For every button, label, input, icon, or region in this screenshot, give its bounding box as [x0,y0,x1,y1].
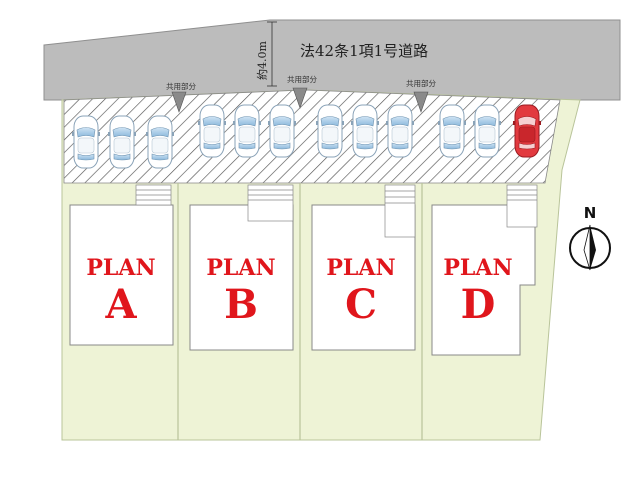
lot-b: PLAN B [189,184,294,351]
car-3 [145,115,175,169]
plan-d-word: PLAN [443,255,512,281]
car-1 [71,115,101,169]
svg-text:共用部分: 共用部分 [287,74,317,84]
lot-dividers [177,183,423,440]
lot-c: PLAN C [311,184,416,351]
porch-steps-d [506,184,538,228]
shared-area-marker-2: 共用部分 [287,74,317,109]
car-8 [350,104,380,158]
road: 法42条1項1号道路 約4.0m [43,19,621,101]
car-9 [385,104,415,158]
road-width-label: 約4.0m [255,41,269,80]
car-6 [267,104,297,158]
plan-a-word: PLAN [86,255,155,281]
house-footprint-b [189,204,294,351]
car-5 [232,104,262,158]
lot-a: PLAN A [69,184,174,346]
shared-area-marker-1: 共用部分 [166,81,196,113]
lot-d: PLAN D [431,184,538,356]
shared-area-markers: 共用部分 共用部分 共用部分 [166,74,436,113]
svg-text:共用部分: 共用部分 [406,78,436,88]
car-4 [197,104,227,158]
plan-b-word: PLAN [206,255,275,281]
car-10 [437,104,467,158]
plan-c-word: PLAN [326,255,395,281]
car-2 [107,115,137,169]
porch-steps-c [384,184,416,238]
car-12 [512,104,542,158]
plan-d-letter: D [461,281,496,328]
house-footprint-a [69,204,174,346]
svg-text:共用部分: 共用部分 [166,81,196,91]
porch-steps-a [135,184,172,206]
car-7 [315,104,345,158]
parking-strip [63,89,561,184]
north-label: N [584,204,597,222]
plan-b-letter: B [224,281,258,328]
car-11 [472,104,502,158]
road-name-label: 法42条1項1号道路 [300,42,428,60]
plan-c-letter: C [345,281,377,328]
shared-area-marker-3: 共用部分 [406,78,436,113]
north-compass: N [569,204,611,271]
road-surface [43,19,621,101]
plan-a-letter: A [104,281,137,328]
porch-steps-b [247,184,294,222]
